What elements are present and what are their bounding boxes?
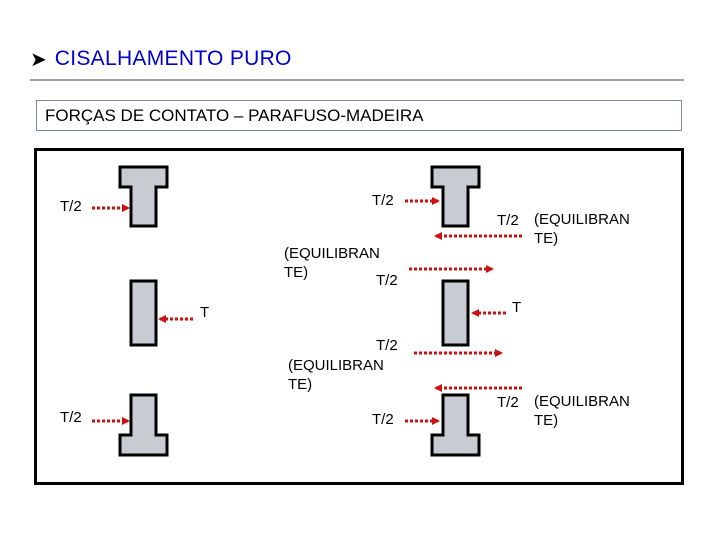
label-top-right-equilibrante-2: TE) — [534, 230, 559, 247]
subtitle-box: FORÇAS DE CONTATO – PARAFUSO-MADEIRA — [36, 100, 682, 131]
label-bottom-left-t2: T/2 — [60, 409, 82, 426]
diagram-frame — [34, 148, 684, 485]
screw-member-mid-right — [441, 279, 470, 347]
screw-member-mid-left — [129, 279, 158, 347]
screw-member-bottom-right — [430, 393, 481, 457]
label-top-right-t2: T/2 — [497, 212, 519, 229]
arrowhead-bullet-icon: ➤ — [30, 48, 47, 71]
label-top-right-equilibrante-1: (EQUILIBRAN — [534, 211, 630, 228]
title-row: ➤ CISALHAMENTO PURO — [30, 44, 292, 74]
screw-member-bottom-left — [118, 393, 169, 457]
label-bottom-mid-t2: T/2 — [372, 411, 394, 428]
label-low-t2: T/2 — [376, 337, 398, 354]
label-mid-equilibrante-1: (EQUILIBRAN — [284, 245, 380, 262]
label-mid-t2: T/2 — [376, 272, 398, 289]
label-mid-equilibrante-2: TE) — [284, 264, 309, 281]
label-bottom-right-equilibrante-1: (EQUILIBRAN — [534, 393, 630, 410]
label-low-equilibrante-2: TE) — [288, 376, 313, 393]
label-top-left-t2: T/2 — [60, 198, 82, 215]
subtitle: FORÇAS DE CONTATO – PARAFUSO-MADEIRA — [45, 106, 424, 125]
label-mid-left-t: T — [200, 304, 210, 321]
label-mid-right-t: T — [512, 299, 522, 316]
label-top-mid-t2: T/2 — [372, 192, 394, 209]
page-title: CISALHAMENTO PURO — [54, 47, 292, 70]
label-bottom-right-t2: T/2 — [497, 394, 519, 411]
title-divider — [30, 79, 684, 81]
label-bottom-right-equilibrante-2: TE) — [534, 412, 559, 429]
screw-member-top-right — [430, 165, 481, 228]
screw-member-top-left — [118, 165, 169, 228]
label-low-equilibrante-1: (EQUILIBRAN — [288, 357, 384, 374]
